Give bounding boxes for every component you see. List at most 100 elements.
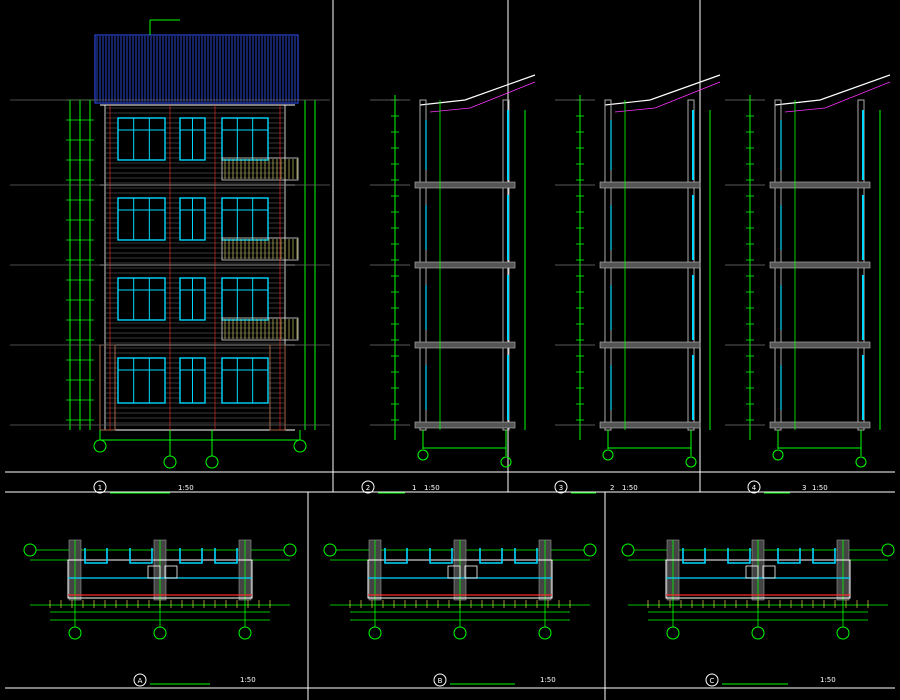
axis-bubble: [836, 626, 850, 640]
axis-bubble: [238, 626, 252, 640]
grid-bubble: [93, 439, 107, 453]
roof-slope: [774, 74, 891, 106]
title-circle-2: [361, 480, 375, 494]
grid-bubble: [685, 456, 697, 468]
title-scale-3: 1:50: [622, 484, 638, 492]
grid-bubble: [163, 455, 177, 469]
roof-group: [94, 19, 299, 104]
section-drawings: [370, 74, 891, 468]
axis-bubble: [666, 626, 680, 640]
window-frame: [117, 197, 166, 241]
title-scale-2: 1:50: [424, 484, 440, 492]
title-number-4: 4: [752, 484, 757, 492]
balcony: [221, 237, 299, 261]
pier-right: [269, 344, 286, 431]
window-frame: [221, 197, 269, 241]
title-circle-b: [433, 673, 447, 687]
glazing-pocket: [84, 548, 108, 564]
grid-bubble: [602, 449, 614, 461]
axis-bubble: [23, 543, 37, 557]
glazing-pocket: [429, 548, 453, 564]
glazing-pocket: [179, 548, 203, 564]
window-frame: [117, 357, 166, 404]
title-block-1: 1 1:50: [93, 480, 194, 494]
title-scale-4: 1:50: [812, 484, 828, 492]
pier-left: [99, 344, 116, 431]
axis-bubble: [881, 543, 895, 557]
title-letter-b: B: [438, 677, 443, 685]
title-block-b: B 1:50: [433, 673, 556, 687]
roof-membrane: [784, 81, 891, 113]
wall-outline: [67, 559, 253, 599]
door-symbol: [745, 565, 759, 579]
title-scale-a: 1:50: [240, 676, 256, 684]
title-block-3: 3 2 1:50: [554, 480, 638, 494]
elevation-drawing: [10, 19, 330, 469]
wall-outline: [665, 559, 851, 599]
title-letter-a: A: [138, 677, 143, 685]
roof-outline: [94, 34, 299, 104]
elevation-dimensions: [10, 99, 330, 469]
axis-bubble: [583, 543, 597, 557]
title-circle-1: [93, 480, 107, 494]
title-number-2: 2: [366, 484, 370, 492]
floor-slab: [599, 181, 701, 189]
title-block-a: A 1:50: [133, 673, 256, 687]
glazing-pocket: [812, 548, 836, 564]
section-number-2: 2: [610, 484, 614, 492]
title-circle-c: [705, 673, 719, 687]
title-scale-c: 1:50: [820, 676, 836, 684]
title-number-3: 3: [559, 484, 563, 492]
floor-slab: [599, 261, 701, 269]
floor-slab: [599, 341, 701, 349]
glazing-pocket: [514, 548, 538, 564]
glazing-pocket: [682, 548, 706, 564]
title-block-2: 2 1 1:50: [361, 480, 440, 494]
glazing-pocket: [777, 548, 801, 564]
section-2: [555, 74, 721, 468]
axis-bubble: [453, 626, 467, 640]
floor-slab: [414, 421, 516, 429]
roof-slope: [604, 74, 721, 106]
plan-drawings: [23, 539, 895, 640]
title-scale-1: 1:50: [178, 484, 194, 492]
grid-bubble: [205, 455, 219, 469]
window-frame: [117, 117, 166, 161]
window-frame: [117, 277, 166, 321]
axis-bubble: [538, 626, 552, 640]
grid-bubble: [772, 449, 784, 461]
door-symbol: [164, 565, 178, 579]
grid-bubble: [855, 456, 867, 468]
plan-c: [621, 539, 895, 640]
axis-bubble: [68, 626, 82, 640]
wall-outline: [367, 559, 553, 599]
floor-slab: [414, 341, 516, 349]
title-block-c: C 1:50: [705, 673, 836, 687]
plan-b: [323, 539, 597, 640]
floor-slab: [414, 181, 516, 189]
window-frame: [221, 357, 269, 404]
door-symbol: [464, 565, 478, 579]
floor-slab: [769, 261, 871, 269]
door-symbol: [147, 565, 161, 579]
title-scale-b: 1:50: [540, 676, 556, 684]
balcony: [221, 317, 299, 341]
title-circle-4: [747, 480, 761, 494]
floor-slab: [769, 181, 871, 189]
axis-bubble: [621, 543, 635, 557]
axis-bubble: [153, 626, 167, 640]
roof-membrane: [614, 81, 721, 113]
glazing-pocket: [727, 548, 751, 564]
grid-bubble: [417, 449, 429, 461]
floor-slab: [599, 421, 701, 429]
glazing-pocket: [479, 548, 503, 564]
title-letter-c: C: [710, 677, 715, 685]
floor-slab: [769, 421, 871, 429]
grid-bubble: [500, 456, 512, 468]
section-3: [725, 74, 891, 468]
section-1: [370, 74, 536, 468]
grid-bubble: [293, 439, 307, 453]
floor-slab: [769, 341, 871, 349]
window-frame: [221, 277, 269, 321]
